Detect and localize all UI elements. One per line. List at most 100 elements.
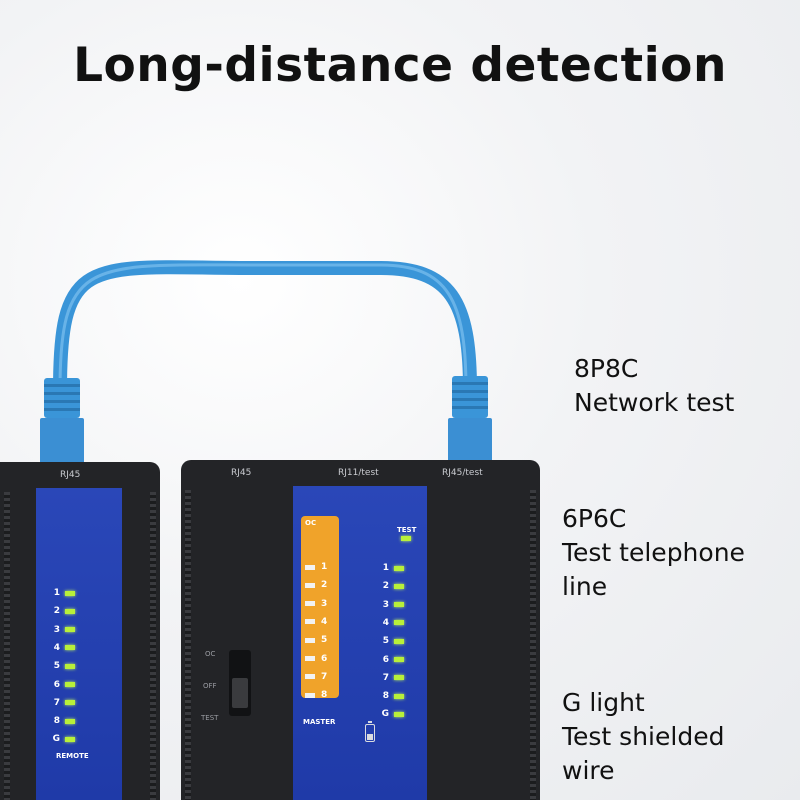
led-indicator: [305, 619, 315, 625]
led-row: 4: [379, 616, 404, 630]
led-indicator: [305, 582, 315, 588]
switch-knob[interactable]: [232, 678, 248, 708]
led-indicator: [65, 663, 75, 669]
led-row: 7: [305, 670, 331, 684]
cable-wire: [53, 260, 477, 397]
led-number: 1: [53, 588, 60, 598]
led-number: 8: [382, 691, 389, 702]
caption-6p6c: 6P6C Test telephone line: [562, 502, 745, 604]
orange-top-label: OC: [305, 519, 317, 527]
led-number: 3: [321, 598, 328, 609]
led-row: 8: [379, 689, 404, 703]
led-row: 1: [50, 586, 75, 600]
led-number: 2: [382, 581, 389, 592]
led-row: 6: [379, 653, 404, 667]
led-indicator: [65, 590, 75, 596]
caption-line: Test shielded: [562, 722, 725, 751]
switch-label-oc: OC: [205, 650, 216, 658]
led-number: 5: [53, 661, 60, 672]
led-number: 6: [382, 654, 389, 665]
caption-line: Network test: [574, 388, 735, 417]
led-indicator: [394, 620, 404, 626]
led-number: 8: [53, 716, 60, 727]
led-indicator: [305, 692, 315, 698]
led-row: 2: [50, 604, 75, 618]
led-indicator: [65, 736, 75, 742]
remote-label: REMOTE: [56, 752, 89, 760]
led-number: 6: [321, 653, 328, 664]
led-row: 5: [50, 659, 75, 673]
led-number: 5: [321, 635, 328, 646]
cable-highlight: [58, 263, 468, 391]
caption-line: 6P6C: [562, 504, 627, 533]
switch-label-test: TEST: [201, 714, 219, 722]
caption-line: wire: [562, 756, 615, 785]
master-tester: RJ45 RJ11/test RJ45/test OC OFF TEST OC …: [181, 460, 540, 800]
right-rj45-plug: [448, 376, 492, 464]
led-indicator: [394, 583, 404, 589]
caption-line: line: [562, 572, 608, 601]
led-indicator: [394, 711, 404, 717]
led-row: G: [379, 707, 404, 721]
led-indicator: [65, 700, 75, 706]
led-number: G: [381, 709, 389, 720]
led-number: 7: [321, 671, 328, 682]
led-number: 4: [382, 617, 389, 628]
grip-ridge: [530, 490, 536, 800]
led-row: 8: [50, 714, 75, 728]
caption-line: G light: [562, 688, 645, 717]
led-number: 2: [321, 580, 328, 591]
switch-label-off: OFF: [203, 682, 217, 690]
caption-8p8c: 8P8C Network test: [574, 352, 734, 420]
led-number: 4: [321, 616, 328, 627]
led-number: 8: [321, 690, 328, 701]
led-row: 2: [379, 579, 404, 593]
led-number: 1: [321, 562, 328, 572]
led-indicator: [394, 657, 404, 662]
led-row: 1: [305, 560, 331, 574]
led-indicator: [65, 682, 75, 687]
led-row: 3: [379, 598, 404, 612]
led-indicator: [394, 693, 404, 699]
led-row: 7: [50, 696, 75, 710]
caption-line: Test telephone: [562, 538, 745, 567]
led-row: 1: [379, 561, 404, 575]
led-row: 6: [50, 678, 75, 692]
master-port-label-rj45-test: RJ45/test: [442, 468, 483, 478]
grip-ridge: [185, 490, 191, 800]
led-indicator: [305, 674, 315, 680]
led-row: 5: [305, 633, 331, 647]
led-indicator: [394, 565, 404, 571]
test-label: TEST: [397, 526, 417, 534]
led-indicator: [305, 601, 315, 607]
mode-switch[interactable]: [229, 650, 251, 716]
led-row: 5: [379, 634, 404, 648]
led-indicator: [305, 637, 315, 643]
grip-ridge: [4, 492, 10, 800]
led-number: 3: [53, 624, 60, 635]
led-indicator: [65, 608, 75, 614]
led-row: G: [50, 732, 75, 746]
led-indicator: [65, 645, 75, 651]
led-indicator: [305, 656, 315, 661]
led-indicator: [394, 675, 404, 681]
master-port-label-rj11: RJ11/test: [338, 468, 379, 478]
led-row: 6: [305, 652, 331, 666]
battery-icon: [365, 721, 375, 742]
led-indicator: [394, 602, 404, 608]
led-row: 3: [305, 597, 331, 611]
grip-ridge: [150, 492, 156, 800]
remote-port-label: RJ45: [60, 470, 81, 480]
led-row: 2: [305, 578, 331, 592]
orange-indicator-strip: OC 1 2 3 4 5 6 7 8: [301, 516, 339, 701]
led-number: 3: [382, 599, 389, 610]
led-number: 2: [53, 606, 60, 617]
test-led: [401, 536, 411, 541]
master-port-label-rj45: RJ45: [231, 468, 252, 478]
led-number: 7: [382, 672, 389, 683]
led-number: 4: [53, 642, 60, 653]
led-row: 4: [50, 641, 75, 655]
